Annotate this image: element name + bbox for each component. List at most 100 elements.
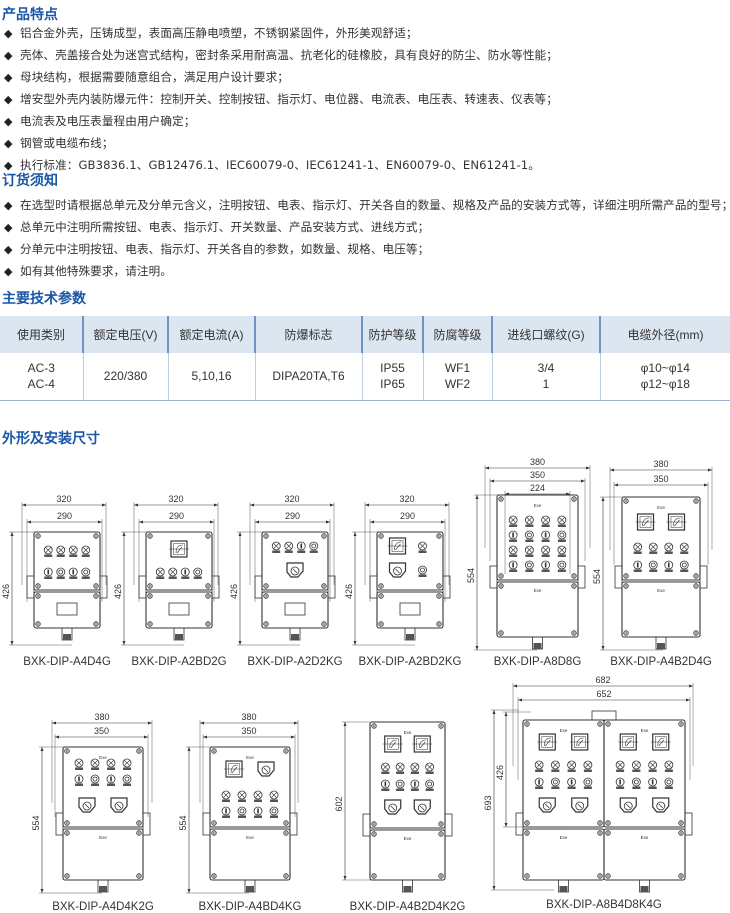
mounting-ear [254,575,263,599]
window [168,602,190,616]
enclosure-panel [376,531,444,591]
screw-icon [371,821,377,827]
screw-icon [136,748,142,754]
screw-icon [205,533,211,539]
indicator-lamp-icon [550,760,560,770]
diamond-bullet-icon: ◆ [4,49,13,62]
indicator-lamp-icon [81,545,91,555]
diamond-bullet-icon: ◆ [4,221,13,234]
screw-icon [597,873,603,879]
push-button-icon [664,560,674,570]
list-item-text: 铝合金外壳，压铸成型，表面高压静电喷塑，不锈钢紧固件，外形美观舒适； [20,26,418,40]
push-button-icon [550,777,560,787]
indicator-lamp-icon [269,790,279,800]
push-button-icon [106,774,116,784]
screw-icon [623,583,629,589]
screw-icon [597,820,603,826]
push-button-icon [508,560,518,570]
dimension-label: 224 [530,483,545,493]
indicator-lamp-icon [633,542,643,552]
screw-icon [378,533,384,539]
list-item: ◆分单元中注明按钮、电表、指示灯、开关各自的参数，如数量、规格、电压等； [4,238,730,260]
screw-icon [205,621,211,627]
dimension-label: 290 [169,511,184,521]
indicator-lamp-icon [380,762,390,772]
screw-icon [64,830,70,836]
screw-icon [693,498,699,504]
push-button-icon [648,777,658,787]
exe-label: Exe [246,755,254,760]
push-button-icon [679,560,689,570]
selector-switch-icon [619,797,637,813]
screw-icon [597,830,603,836]
push-button-icon [425,779,435,789]
exe-label: Exe [641,728,649,733]
model-name: BXK-DIP-A2D2KG [247,656,342,668]
diamond-bullet-icon: ◆ [4,243,13,256]
list-item: ◆铝合金外壳，压铸成型，表面高压静电喷塑，不锈钢紧固件，外形美观舒适； [4,22,558,44]
indicator-lamp-icon [43,545,53,555]
push-button-icon [418,565,427,575]
list-item-text: 钢管或电缆布线； [20,136,114,150]
push-button-icon [631,777,641,787]
enclosure-panel [603,719,686,828]
list-item-text: 如有其他特殊要求，请注明。 [20,264,173,278]
screw-icon [571,496,577,502]
screw-icon [64,820,70,826]
exe-label: Exe [404,730,412,735]
dimension-label: 554 [178,815,188,830]
screw-icon [524,721,530,727]
push-button-icon [615,777,625,787]
exe-label: Exe [560,835,568,840]
indicator-lamp-icon [557,515,567,525]
dimension-label: 682 [595,675,610,685]
push-button-icon [380,779,390,789]
screw-icon [205,583,211,589]
mounting-ear [26,575,35,599]
dimension-label: 320 [56,494,71,504]
push-button-icon [508,530,518,540]
table-cell: DIPA20TA,T6 [254,353,362,401]
screw-icon [211,820,217,826]
push-button-icon [557,560,567,570]
screw-icon [35,583,41,589]
screw-icon [436,583,442,589]
list-item-text: 总单元中注明所需按钮、电表、指示灯、开关数量、产品安装方式、进线方式； [20,220,430,234]
indicator-lamp-icon [615,760,625,770]
specs-heading: 主要技术参数 [2,291,86,307]
screw-icon [571,583,577,589]
screw-icon [283,748,289,754]
dimension-label: 426 [1,584,11,599]
dimension-label: 554 [31,815,41,830]
indicator-lamp-icon [168,567,178,577]
mounting-ear [362,813,371,837]
screw-icon [136,873,142,879]
list-item: ◆执行标准：GB3836.1、GB12476.1、IEC60079-0、IEC6… [4,154,558,176]
screw-icon [605,820,611,826]
screw-icon [321,593,327,599]
screw-icon [438,821,444,827]
screw-icon [147,621,153,627]
list-item: ◆壳体、壳盖接合处为迷宫式结构，密封条采用耐高温、抗老化的硅橡胶，具有良好的防尘… [4,44,558,66]
screw-icon [321,583,327,589]
screw-icon [263,621,269,627]
indicator-lamp-icon [631,760,641,770]
selector-switch-icon [652,797,670,813]
screw-icon [378,583,384,589]
enclosure-panel [33,591,101,629]
screw-icon [35,621,41,627]
screw-icon [571,573,577,579]
mounting-ear [369,575,378,599]
screw-icon [283,873,289,879]
diamond-bullet-icon: ◆ [4,71,13,84]
column-header: 额定电压(V) [82,316,168,353]
cell-value: WF2 [444,377,471,392]
screw-icon [93,593,99,599]
